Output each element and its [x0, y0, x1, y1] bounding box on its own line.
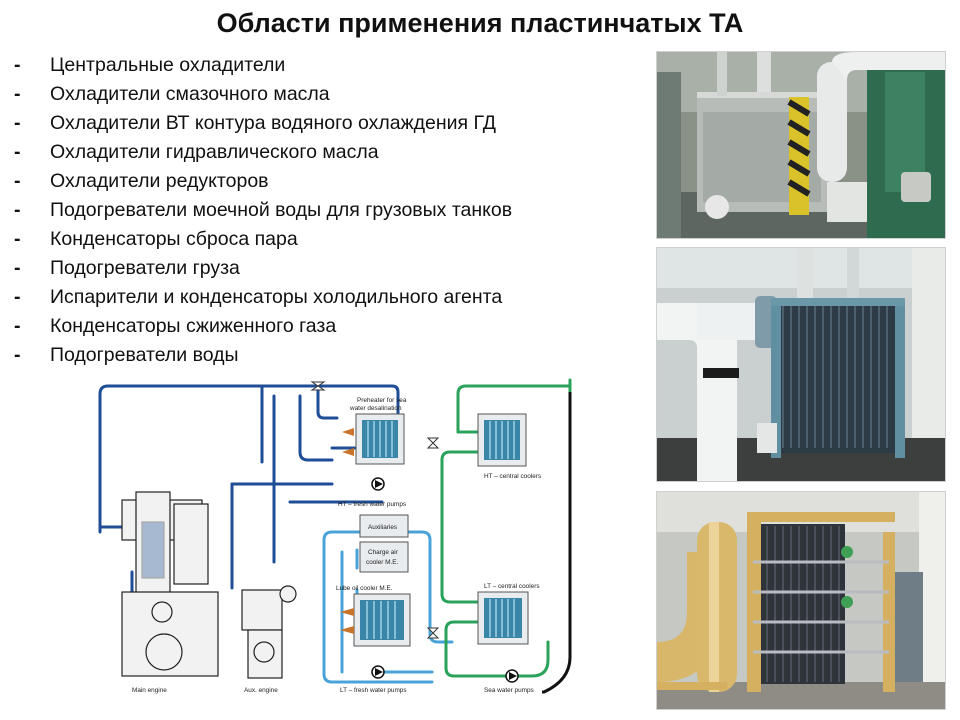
- list-item: - Подогреватели воды: [14, 341, 644, 370]
- list-item-text: Подогреватели воды: [50, 344, 239, 366]
- list-item: - Охладители редукторов: [14, 167, 644, 196]
- photo-engine-room-exchanger: [656, 51, 946, 239]
- list-item-text: Подогреватели моечной воды для грузовых …: [50, 199, 513, 221]
- application-list: - Центральные охладители - Охладители смаз…: [14, 51, 644, 370]
- list-item: - Испарители и конденсаторы холодильного …: [14, 283, 644, 312]
- preheater-label-line1: Preheater for sea: [357, 397, 407, 404]
- lt-pumps-label: LT – fresh water pumps: [340, 687, 407, 694]
- lt-central-label: LT – central coolers: [484, 583, 540, 590]
- lube-oil-cooler: [340, 593, 411, 647]
- hull-outline: [542, 392, 572, 694]
- aux-engine-label: Aux. engine: [244, 687, 278, 694]
- bullet-marker: -: [14, 112, 21, 134]
- main-engine-drawing: [121, 491, 219, 677]
- lt-central-cooler: [477, 591, 529, 645]
- bullet-marker: -: [14, 54, 21, 76]
- bullet-marker: -: [14, 257, 21, 279]
- charge-air-cooler-box: [359, 541, 409, 573]
- ht-pumps-label: HT – fresh water pumps: [338, 501, 406, 508]
- list-item-text: Охладители гидравлического масла: [50, 141, 379, 163]
- lt-circuit-lines: [322, 530, 454, 684]
- photo-central-cooler-image: [657, 248, 945, 481]
- photo-central-cooler: [656, 247, 946, 482]
- photo-engine-room-exchanger-image: [657, 52, 945, 238]
- three-way-valves: [310, 381, 440, 639]
- cooling-system-diagram: Preheater for sea water desalination HT …: [92, 372, 590, 707]
- lt-pump: [371, 665, 385, 679]
- slide-title: Области применения пластинчатых ТА: [216, 8, 744, 38]
- ht-central-label: HT – central coolers: [484, 473, 541, 480]
- aux-engine-drawing: [241, 585, 297, 679]
- ht-pump: [371, 477, 385, 491]
- list-item-text: Охладители ВТ контура водяного охлаждени…: [50, 112, 496, 134]
- charge-air-label-line2: cooler M.E.: [366, 559, 399, 566]
- main-engine-label: Main engine: [132, 687, 167, 694]
- bullet-marker: -: [14, 286, 21, 308]
- list-item-text: Подогреватели груза: [50, 257, 240, 279]
- list-item: - Подогреватели моечной воды для грузовых…: [14, 196, 644, 225]
- list-item-text: Испарители и конденсаторы холодильного а…: [50, 286, 503, 308]
- cooling-system-diagram-svg: Preheater for sea water desalination HT …: [98, 378, 572, 694]
- bullet-marker: -: [14, 315, 21, 337]
- sea-water-pump: [505, 669, 519, 683]
- preheater-exchanger: [342, 413, 405, 465]
- sea-pumps-label: Sea water pumps: [484, 687, 534, 694]
- bullet-marker: -: [14, 344, 21, 366]
- list-item-text: Охладители смазочного масла: [50, 83, 330, 105]
- list-item: - Охладители гидравлического масла: [14, 138, 644, 167]
- photo-yellow-skid-exchanger-image: [657, 492, 945, 709]
- list-item-text: Охладители редукторов: [50, 170, 269, 192]
- bullet-marker: -: [14, 228, 21, 250]
- list-item: - Конденсаторы сброса пара: [14, 225, 644, 254]
- list-item-text: Конденсаторы сброса пара: [50, 228, 298, 250]
- preheater-label-line2: water desalination: [349, 405, 402, 412]
- sea-circuit-lines: [440, 378, 572, 678]
- photo-yellow-skid-exchanger: [656, 491, 946, 710]
- list-item-text: Конденсаторы сжиженного газа: [50, 315, 337, 337]
- lube-oil-label: Lube oil cooler M.E.: [336, 585, 393, 592]
- charge-air-label-line1: Charge air: [368, 549, 399, 556]
- auxiliaries-label: Auxiliaries: [368, 524, 397, 531]
- bullet-marker: -: [14, 199, 21, 221]
- list-item: - Подогреватели груза: [14, 254, 644, 283]
- bullet-marker: -: [14, 141, 21, 163]
- list-item-text: Центральные охладители: [50, 54, 286, 76]
- ht-central-cooler: [477, 413, 527, 467]
- auxiliaries-box: [359, 514, 409, 538]
- list-item: - Охладители ВТ контура водяного охлажден…: [14, 109, 644, 138]
- list-item: - Охладители смазочного масла: [14, 80, 644, 109]
- list-item: - Конденсаторы сжиженного газа: [14, 312, 644, 341]
- bullet-marker: -: [14, 170, 21, 192]
- list-item: - Центральные охладители: [14, 51, 644, 80]
- bullet-marker: -: [14, 83, 21, 105]
